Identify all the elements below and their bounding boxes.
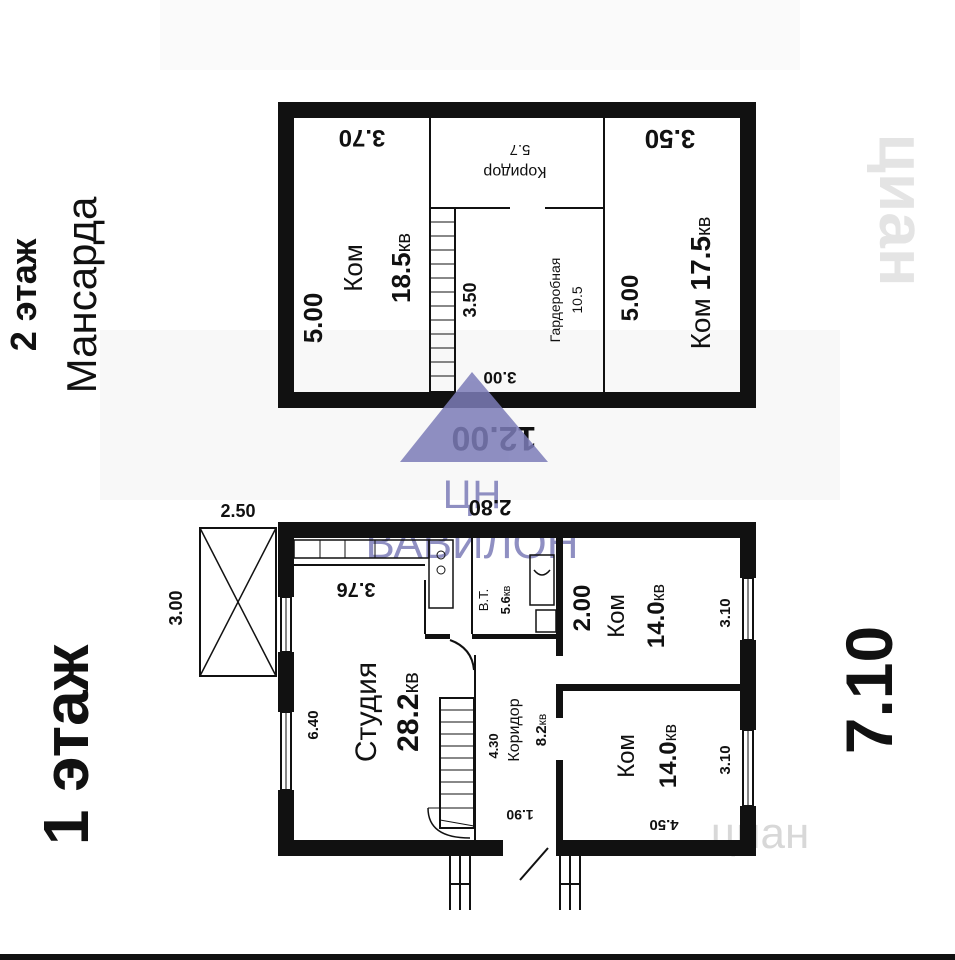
floor1-bathroom-fixtures (529, 554, 557, 633)
watermark-logo-icon (400, 372, 548, 462)
floor2-stairs (429, 207, 456, 393)
floor2-right-room-label: Ком 17.5кв (685, 217, 716, 350)
total-depth-label: 7.10 (832, 626, 906, 754)
floor-2-label: 2 этаж (3, 238, 44, 351)
floor2-wardrobe-name: Гардеробная (547, 258, 563, 343)
floor1-wall-left-lower (278, 790, 294, 856)
floor2-left-room-width: 3.70 (339, 124, 386, 151)
floor2-right-room-width: 3.50 (645, 124, 696, 154)
page-bottom-border (0, 954, 955, 960)
floor2-wall-right (740, 102, 756, 408)
floor1-wall-right-mid (740, 640, 756, 730)
floor2-bottom-dim: 3.00 (483, 368, 516, 387)
floor1-room-top-height: 3.10 (717, 598, 734, 627)
floor2-corridor-name: Коридор (483, 163, 546, 180)
floor2-corridor-area: 5.7 (510, 141, 531, 158)
floor1-entrance-steps (449, 847, 581, 910)
floor1-studio-area: 28.2кв (392, 672, 425, 752)
first-floor-plan: 2.50 3.00 (166, 495, 756, 910)
second-floor-plan: 3.70 5.7 Коридор 3.50 3.00 5.00 Ком 18.5… (278, 102, 756, 457)
floor1-room-bottom-height: 3.10 (717, 745, 734, 774)
floor2-wall-top (278, 102, 756, 118)
floor1-porch-width: 2.50 (220, 501, 255, 521)
floor1-studio-name: Студия (350, 662, 383, 762)
watermark-logo-text: ЦН (443, 473, 501, 517)
floor1-corridor-name: Коридор (506, 698, 523, 761)
floor1-corridor-area: 8.2кв (533, 714, 550, 746)
floor2-left-room-height: 5.00 (298, 293, 328, 344)
floor1-room-bottom-width: 4.50 (649, 816, 678, 833)
floor1-wall-right-upper (740, 522, 756, 578)
floor1-corridor-width: 1.90 (506, 807, 533, 823)
floor1-studio-width: 3.76 (337, 578, 376, 600)
floor1-room-top-name: Ком (603, 594, 630, 638)
floor1-room-bottom-area: 14.0кв (655, 724, 682, 788)
floor1-room-bottom-name: Ком (613, 734, 640, 778)
floor1-room-top-width: 2.00 (569, 585, 596, 632)
floor1-room-top-area: 14.0кв (643, 584, 670, 648)
floor1-wall-left-upper (278, 522, 294, 597)
floor1-kitchen (293, 539, 454, 609)
floor2-left-room-name: Ком (338, 244, 368, 291)
floor-1-label: 1 этаж (30, 644, 102, 845)
floor1-corridor-length: 4.30 (486, 733, 501, 758)
floor1-wall-right-lower (740, 806, 756, 856)
floor1-porch (199, 527, 277, 677)
floor2-wall-bottom (278, 392, 756, 408)
floor1-stairs (427, 697, 475, 839)
floor2-wardrobe-area: 10.5 (569, 286, 585, 313)
floor1-wall-bottom-right (556, 840, 756, 856)
cian-watermark: циан (866, 134, 938, 287)
floor2-left-room-area: 18.5кв (386, 233, 416, 303)
floor1-porch-depth: 3.00 (166, 590, 186, 625)
floor1-wall-top (278, 522, 756, 538)
floor1-studio-height: 6.40 (305, 710, 322, 739)
floor1-bathroom-name: В.Т. (476, 589, 491, 611)
floor2-stairs-dim: 3.50 (460, 282, 480, 317)
floor2-wall-left (278, 102, 294, 408)
floor2-right-room-height: 5.00 (617, 275, 644, 322)
floor1-bathroom-area: 5.6кв (498, 585, 513, 614)
floor1-top-dim: 2.80 (469, 495, 512, 520)
floor-2-sublabel: Мансарда (58, 196, 105, 393)
floor1-wall-left-mid (278, 652, 294, 712)
floor1-wall-bottom-left (278, 840, 503, 856)
